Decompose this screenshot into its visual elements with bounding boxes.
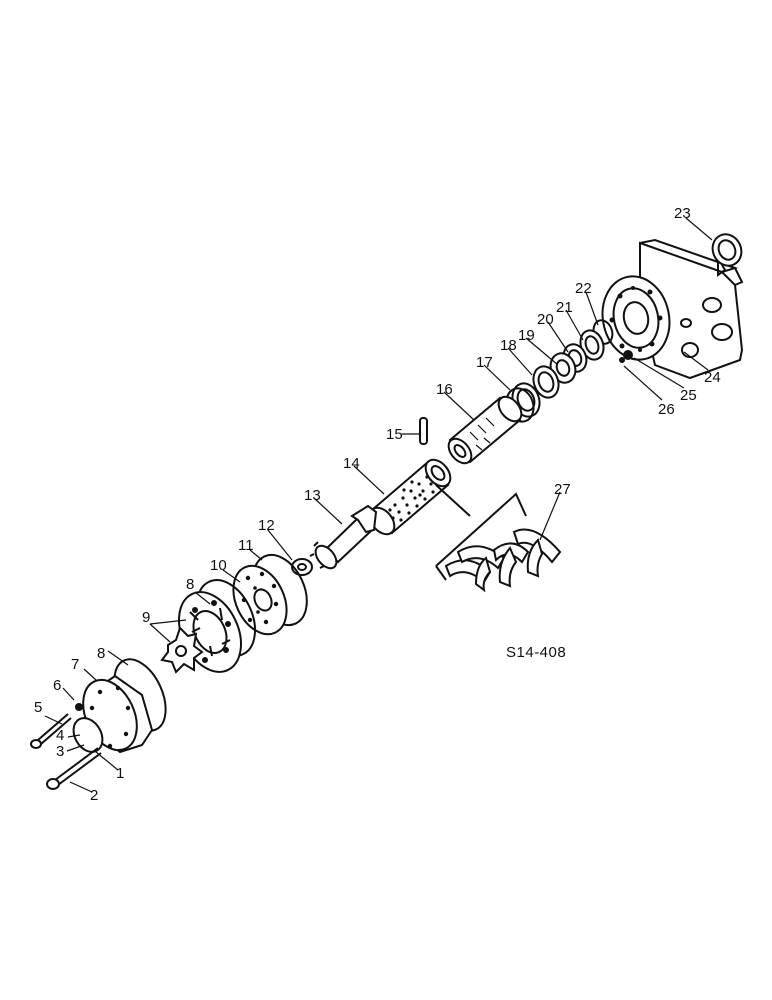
label-26: 26 xyxy=(658,401,675,418)
leader-lines xyxy=(44,217,713,793)
label-12: 12 xyxy=(258,517,275,534)
part-4-plate xyxy=(72,717,104,753)
drawing-reference: S14-408 xyxy=(506,644,566,661)
label-2: 2 xyxy=(90,787,98,804)
part-23-ring xyxy=(711,233,743,267)
part-15-pin xyxy=(419,417,428,445)
label-27: 27 xyxy=(554,481,571,498)
label-4: 4 xyxy=(56,727,64,744)
label-8-lower: 8 xyxy=(97,645,105,662)
part-13-drive-shaft xyxy=(309,504,378,570)
part-9-star-rotor xyxy=(160,626,204,674)
label-19: 19 xyxy=(518,327,535,344)
part-12-washer xyxy=(291,558,313,576)
label-20: 20 xyxy=(537,311,554,328)
label-18: 18 xyxy=(500,337,517,354)
label-14: 14 xyxy=(343,455,360,472)
label-24: 24 xyxy=(704,369,721,386)
label-10: 10 xyxy=(210,557,227,574)
label-17: 17 xyxy=(476,354,493,371)
label-16: 16 xyxy=(436,381,453,398)
label-9: 9 xyxy=(142,609,150,626)
label-3: 3 xyxy=(56,743,64,760)
label-25: 25 xyxy=(680,387,697,404)
part-16-spool xyxy=(447,395,523,465)
part-18-ring xyxy=(532,365,560,399)
label-6: 6 xyxy=(53,677,61,694)
label-8-upper: 8 xyxy=(186,576,194,593)
label-5: 5 xyxy=(34,699,42,716)
label-11: 11 xyxy=(238,537,254,554)
label-23: 23 xyxy=(674,205,691,222)
label-1: 1 xyxy=(116,765,124,782)
part-24-housing xyxy=(601,238,744,380)
label-21: 21 xyxy=(556,299,573,316)
part-2-bolt xyxy=(46,747,102,790)
part-27-kit xyxy=(435,484,562,593)
part-labels: 1 2 3 4 5 6 7 8 8 9 10 11 12 13 14 15 16… xyxy=(34,205,721,804)
part-10-plate xyxy=(232,564,288,636)
part-14-sleeve xyxy=(368,458,452,536)
label-13: 13 xyxy=(304,487,321,504)
label-15: 15 xyxy=(386,426,403,443)
part-25-26-check xyxy=(619,350,633,363)
label-22: 22 xyxy=(575,280,592,297)
part-5-screw xyxy=(30,713,72,749)
label-7: 7 xyxy=(71,656,79,673)
part-6-ball xyxy=(75,703,83,711)
